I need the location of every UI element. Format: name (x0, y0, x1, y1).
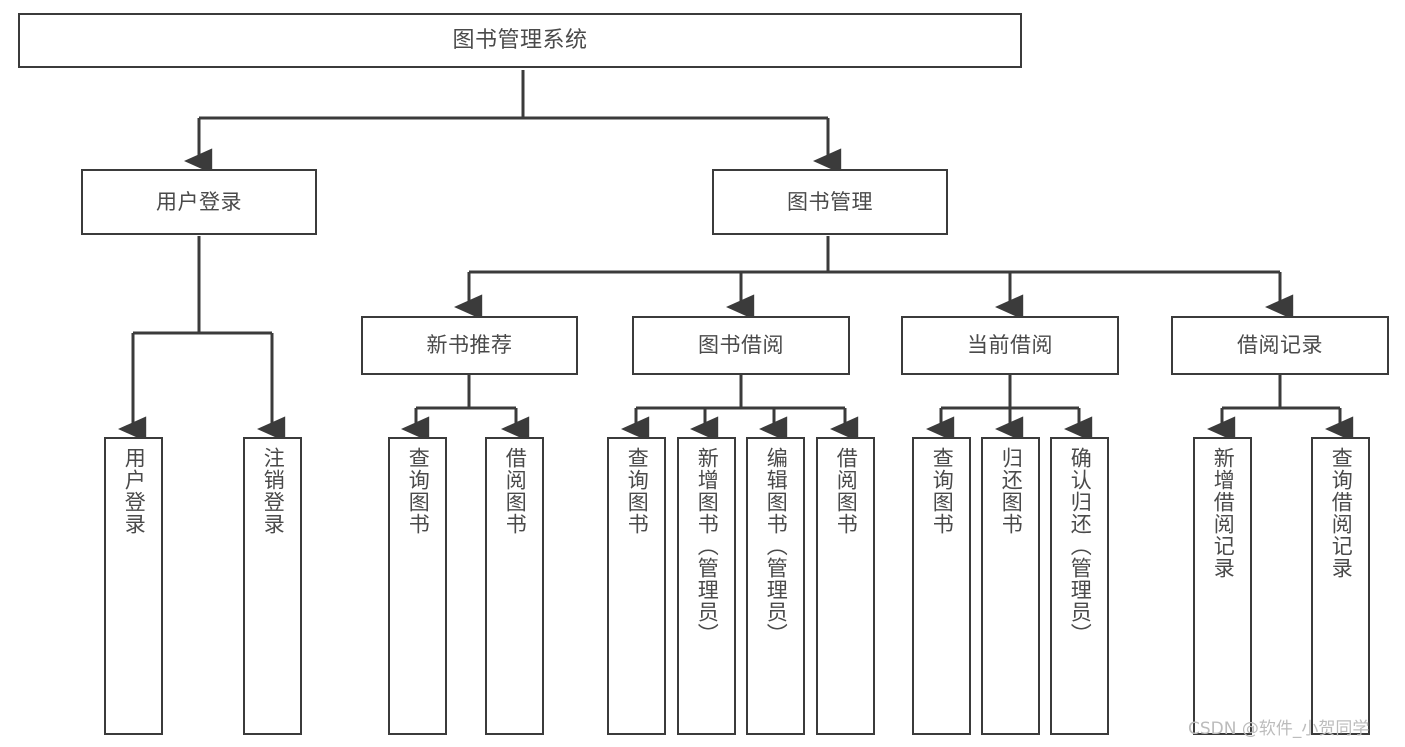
node-leaf-add-record-label: 新增借阅记录 (1211, 447, 1236, 579)
node-leaf-query-book-1-label: 查询图书 (406, 447, 431, 535)
node-book-management-label: 图书管理 (787, 189, 873, 214)
node-leaf-borrow-book-1[interactable]: 借阅图书 (485, 437, 544, 735)
node-leaf-edit-book-label: 编辑图书（管理员） (764, 447, 789, 645)
node-leaf-query-book-3[interactable]: 查询图书 (912, 437, 971, 735)
node-new-book-recommend-label: 新书推荐 (426, 333, 513, 358)
node-user-login-label: 用户登录 (156, 189, 242, 214)
node-book-management[interactable]: 图书管理 (712, 169, 948, 235)
node-leaf-user-login[interactable]: 用户登录 (104, 437, 163, 735)
node-leaf-edit-book[interactable]: 编辑图书（管理员） (746, 437, 805, 735)
node-leaf-query-record-label: 查询借阅记录 (1329, 447, 1354, 579)
node-root-label: 图书管理系统 (452, 27, 588, 53)
node-new-book-recommend[interactable]: 新书推荐 (361, 316, 578, 375)
node-leaf-confirm-return[interactable]: 确认归还（管理员） (1050, 437, 1109, 735)
node-book-borrow-label: 图书借阅 (698, 333, 784, 358)
node-leaf-add-book-label: 新增图书（管理员） (695, 447, 720, 645)
node-leaf-query-book-2[interactable]: 查询图书 (607, 437, 666, 735)
node-leaf-query-book-2-label: 查询图书 (625, 447, 650, 535)
node-borrow-record-label: 借阅记录 (1237, 333, 1323, 358)
node-borrow-record[interactable]: 借阅记录 (1171, 316, 1389, 375)
node-leaf-user-login-label: 用户登录 (122, 447, 147, 535)
node-leaf-borrow-book-2[interactable]: 借阅图书 (816, 437, 875, 735)
node-user-login[interactable]: 用户登录 (81, 169, 317, 235)
node-leaf-confirm-return-label: 确认归还（管理员） (1068, 447, 1093, 645)
node-leaf-add-record[interactable]: 新增借阅记录 (1193, 437, 1252, 735)
node-book-borrow[interactable]: 图书借阅 (632, 316, 850, 375)
node-leaf-query-book-1[interactable]: 查询图书 (388, 437, 447, 735)
node-current-borrow-label: 当前借阅 (967, 333, 1053, 358)
node-leaf-add-book[interactable]: 新增图书（管理员） (677, 437, 736, 735)
node-leaf-query-book-3-label: 查询图书 (930, 447, 955, 535)
node-leaf-return-book[interactable]: 归还图书 (981, 437, 1040, 735)
node-root[interactable]: 图书管理系统 (18, 13, 1022, 68)
node-leaf-borrow-book-2-label: 借阅图书 (834, 447, 859, 535)
node-leaf-return-book-label: 归还图书 (999, 447, 1024, 535)
node-leaf-query-record[interactable]: 查询借阅记录 (1311, 437, 1370, 735)
node-leaf-logout-label: 注销登录 (261, 447, 286, 535)
node-leaf-borrow-book-1-label: 借阅图书 (503, 447, 528, 535)
csdn-watermark: CSDN @软件_小贺同学 (1188, 719, 1370, 739)
node-current-borrow[interactable]: 当前借阅 (901, 316, 1119, 375)
node-leaf-logout[interactable]: 注销登录 (243, 437, 302, 735)
